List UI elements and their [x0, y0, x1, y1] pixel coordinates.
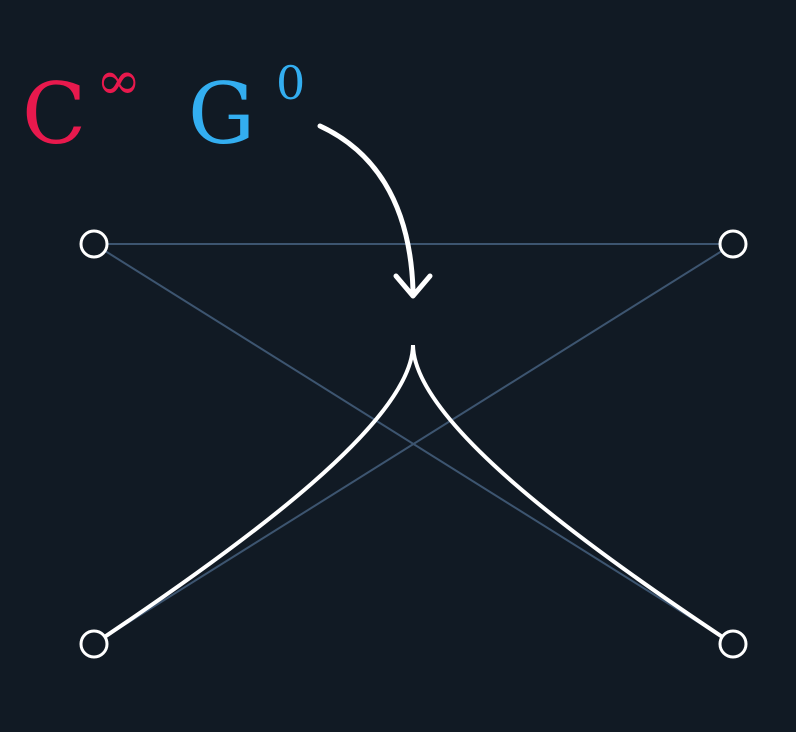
- geometric-exponent: 0: [276, 56, 306, 110]
- continuity-letter: C: [22, 65, 87, 163]
- control-point-top-right[interactable]: [718, 229, 748, 259]
- control-point-top-left[interactable]: [79, 229, 109, 259]
- control-points: [79, 229, 748, 659]
- control-point-bottom-right[interactable]: [718, 629, 748, 659]
- geometric-letter: G: [188, 65, 256, 163]
- bezier-curve: [92, 344, 735, 646]
- arrowhead-icon: [393, 273, 433, 299]
- control-polygon: [93, 243, 734, 645]
- control-line-top-right-to-bottom-left: [93, 243, 734, 645]
- control-point-bottom-left[interactable]: [79, 629, 109, 659]
- curved-arrow: [317, 123, 416, 293]
- continuity-exponent: ∞: [96, 49, 141, 112]
